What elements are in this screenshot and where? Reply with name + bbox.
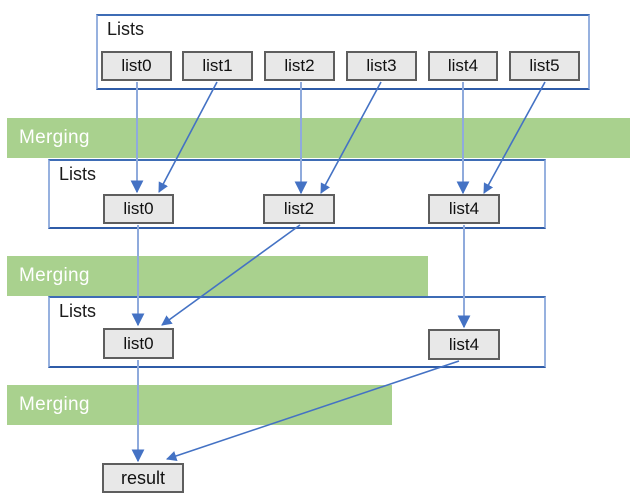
result-box: result: [102, 463, 184, 493]
list-box-l1-list3: list3: [346, 51, 417, 81]
list-box-l1-list4: list4: [428, 51, 498, 81]
merging-band-1: Merging: [7, 118, 630, 158]
lists-container-level1-title: Lists: [107, 19, 145, 39]
list-box-l1-list0: list0: [101, 51, 172, 81]
list-box-l1-list1: list1: [182, 51, 253, 81]
list-box-l2-list2: list2: [263, 194, 335, 224]
merging-band-1-label: Merging: [19, 127, 90, 148]
list-box-l2-list0: list0: [103, 194, 174, 224]
merging-band-3-label: Merging: [19, 394, 90, 415]
list-box-l3-list4: list4: [428, 329, 500, 360]
list-box-l2-list4: list4: [428, 194, 500, 224]
merging-band-2: Merging: [7, 256, 428, 296]
lists-container-level2-title: Lists: [59, 164, 97, 184]
list-box-l3-list0: list0: [103, 328, 174, 359]
lists-container-level3-title: Lists: [59, 301, 97, 321]
merging-band-3: Merging: [7, 385, 392, 425]
list-box-l1-list5: list5: [509, 51, 580, 81]
list-box-l1-list2: list2: [264, 51, 335, 81]
merging-band-2-label: Merging: [19, 265, 90, 286]
